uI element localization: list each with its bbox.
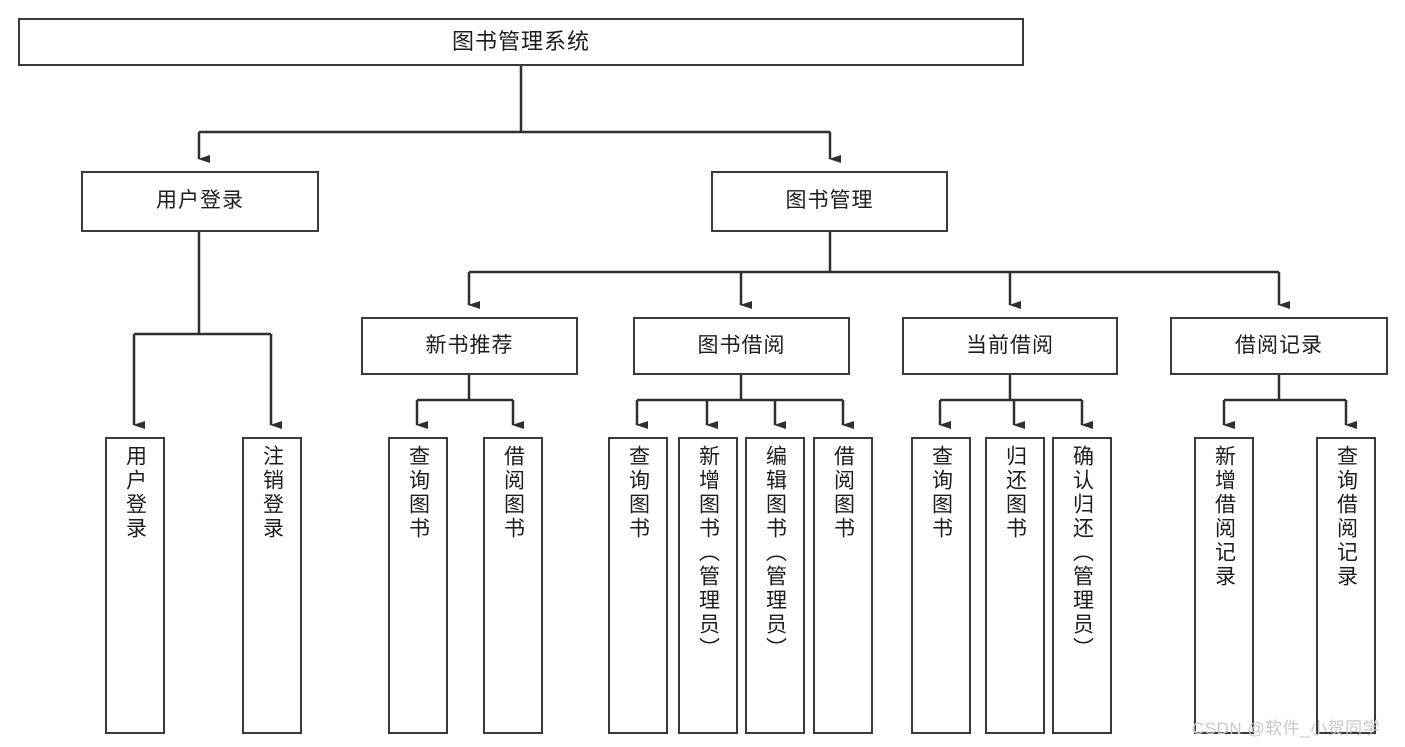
node-leaf-user-login[interactable]: 用户登录 (105, 437, 165, 734)
node-book-manage[interactable]: 图书管理 (711, 171, 948, 232)
node-label: 借阅图书 (501, 445, 525, 541)
node-label: 查询图书 (406, 445, 430, 541)
node-leaf-query-book-3[interactable]: 查询图书 (911, 437, 971, 734)
node-leaf-query-record[interactable]: 查询借阅记录 (1316, 437, 1376, 734)
node-label: 借阅记录 (1235, 333, 1323, 357)
node-leaf-return-book[interactable]: 归还图书 (985, 437, 1045, 734)
node-leaf-query-book-1[interactable]: 查询图书 (388, 437, 448, 734)
node-leaf-add-record[interactable]: 新增借阅记录 (1194, 437, 1254, 734)
node-label: 确认归还（管理员） (1070, 445, 1094, 661)
node-leaf-confirm-return[interactable]: 确认归还（管理员） (1052, 437, 1112, 734)
node-label: 借阅图书 (831, 445, 855, 541)
node-label: 图书管理系统 (451, 29, 590, 55)
node-label: 查询图书 (929, 445, 953, 541)
node-leaf-borrow-book-2[interactable]: 借阅图书 (813, 437, 873, 734)
node-label: 新书推荐 (425, 333, 514, 357)
node-label: 图书借阅 (697, 333, 786, 357)
node-label: 用户登录 (123, 445, 147, 541)
watermark-text: CSDN @软件_小贺同学 (1192, 719, 1381, 738)
node-label: 新增图书（管理员） (696, 445, 720, 661)
node-label: 归还图书 (1003, 445, 1027, 541)
node-leaf-add-book[interactable]: 新增图书（管理员） (678, 437, 738, 734)
node-current-borrow[interactable]: 当前借阅 (902, 317, 1118, 375)
node-leaf-query-book-2[interactable]: 查询图书 (608, 437, 668, 734)
node-new-book-rec[interactable]: 新书推荐 (361, 317, 578, 375)
node-label: 注销登录 (260, 445, 284, 541)
node-leaf-edit-book[interactable]: 编辑图书（管理员） (745, 437, 805, 734)
node-leaf-borrow-book-1[interactable]: 借阅图书 (483, 437, 543, 734)
node-label: 查询借阅记录 (1334, 445, 1358, 589)
node-label: 查询图书 (626, 445, 650, 541)
node-book-borrow[interactable]: 图书借阅 (633, 317, 850, 375)
node-root[interactable]: 图书管理系统 (18, 18, 1024, 66)
node-label: 图书管理 (785, 189, 874, 213)
node-borrow-record[interactable]: 借阅记录 (1170, 317, 1388, 375)
node-label: 编辑图书（管理员） (763, 445, 787, 661)
node-user-login[interactable]: 用户登录 (81, 171, 319, 232)
node-leaf-logout[interactable]: 注销登录 (242, 437, 302, 734)
node-label: 当前借阅 (966, 333, 1054, 357)
node-label: 用户登录 (156, 189, 244, 213)
node-label: 新增借阅记录 (1212, 445, 1236, 589)
